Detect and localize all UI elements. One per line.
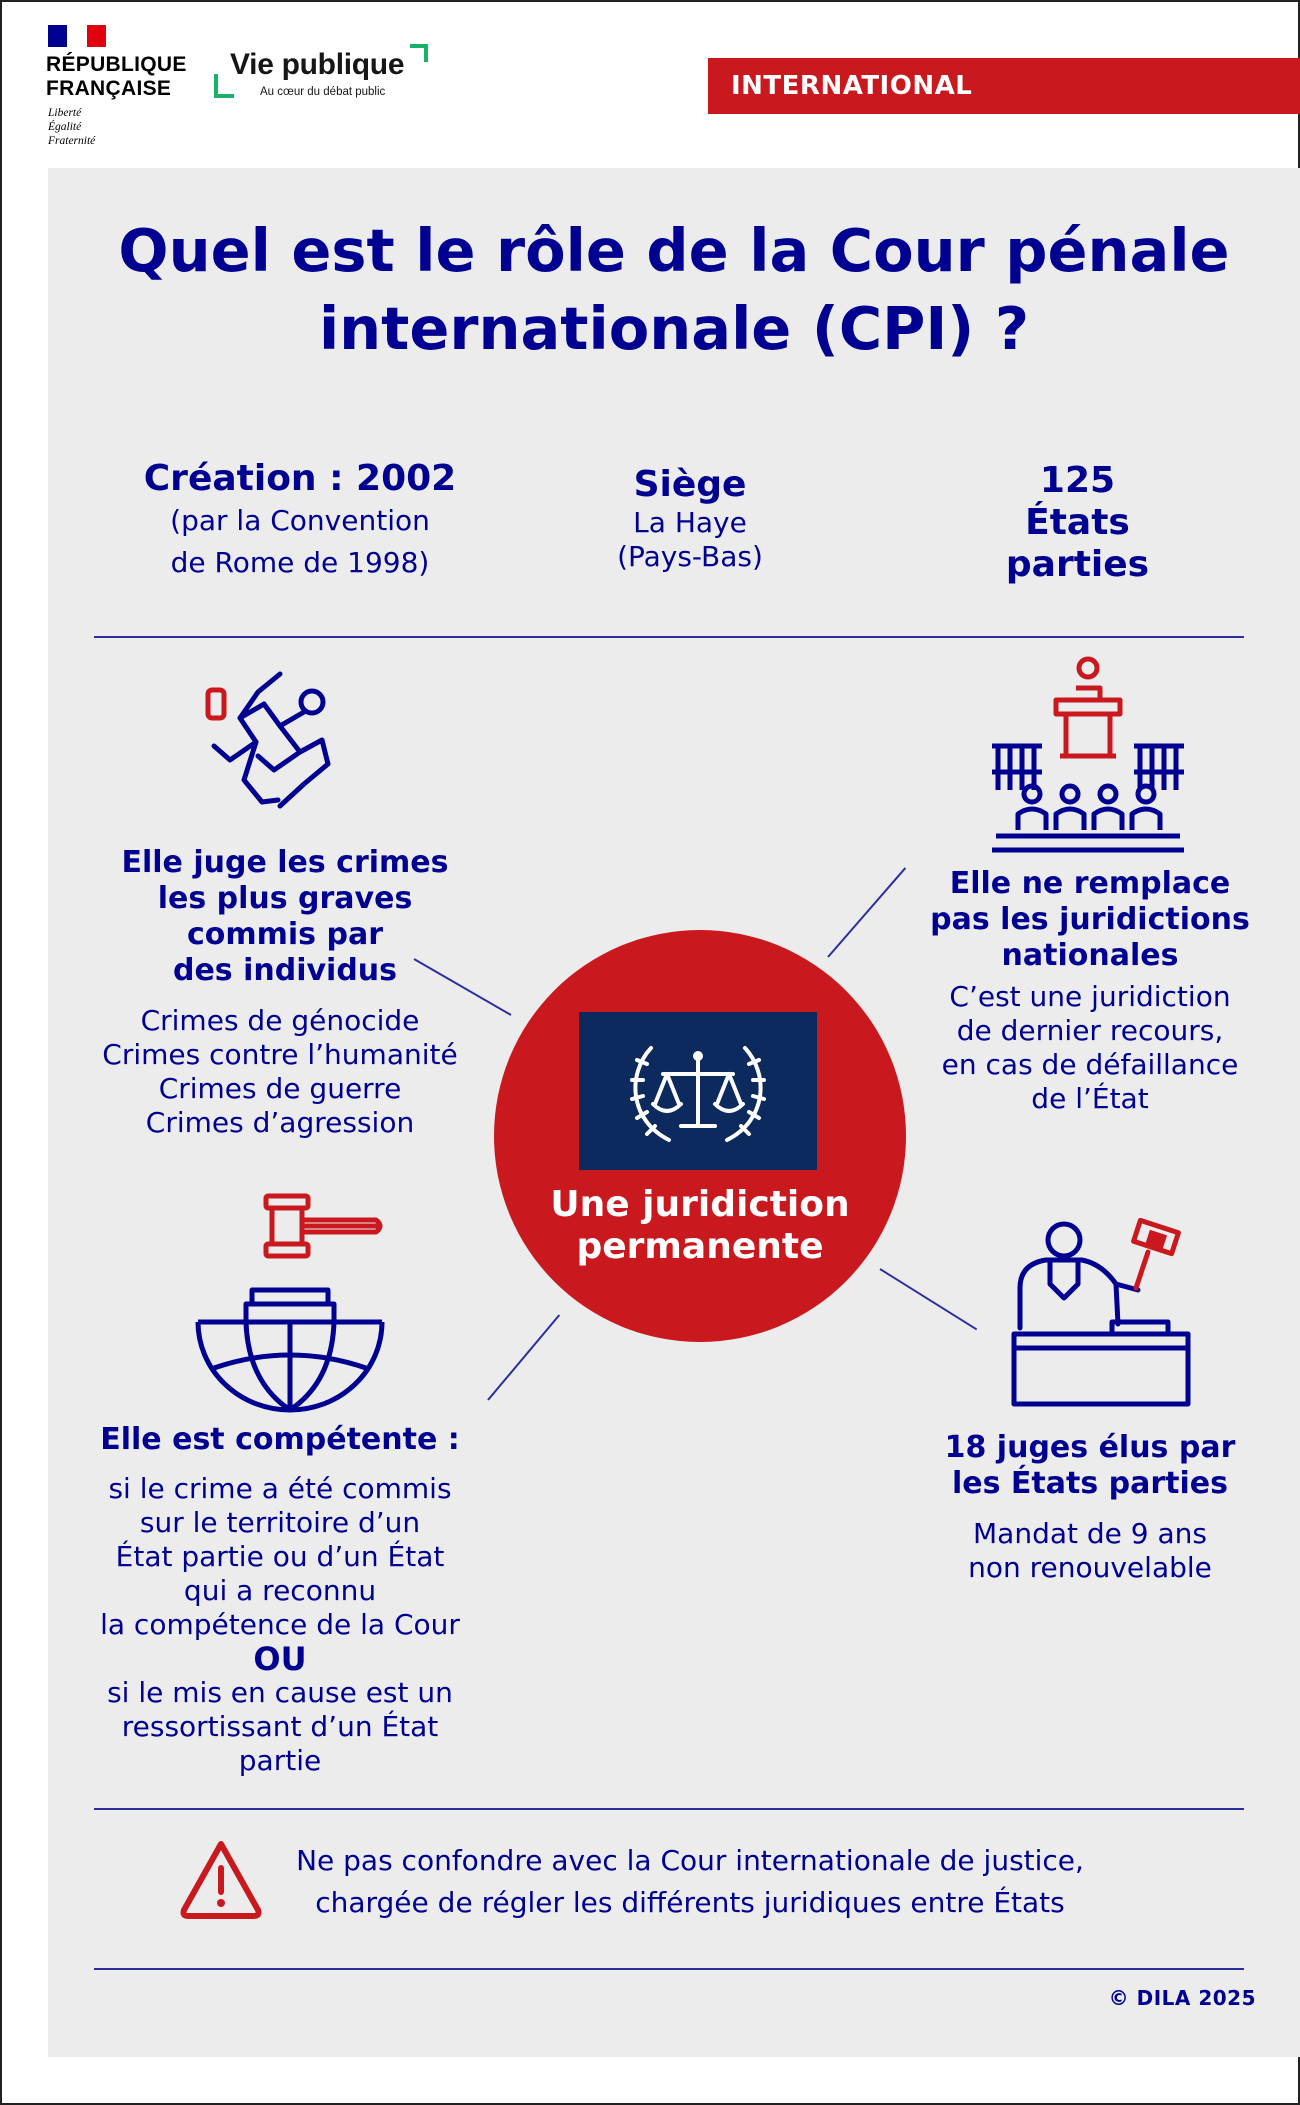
- competence-line: la compétence de la Cour: [100, 1608, 460, 1641]
- divider-bottom-top: [94, 1808, 1244, 1810]
- judges-heading-line: les États parties: [952, 1466, 1228, 1501]
- page-title: Quel est le rôle de la Cour pénale inter…: [48, 212, 1300, 368]
- crimes-heading-line: les plus graves: [157, 881, 413, 916]
- crimes-heading-line: commis par: [186, 917, 383, 952]
- title-line1: Quel est le rôle de la Cour pénale: [118, 216, 1230, 285]
- national-body-line: de dernier recours,: [956, 1014, 1224, 1047]
- rf-motto: Liberté Égalité Fraternité: [48, 106, 95, 148]
- competence-line: ressortissant d’un État partie: [121, 1710, 439, 1777]
- vie-publique-tagline: Au cœur du débat public: [260, 86, 386, 98]
- crimes-heading-line: des individus: [172, 953, 398, 988]
- warning-text: Ne pas confondre avec la Cour internatio…: [270, 1840, 1110, 1924]
- national-heading-line: Elle ne remplace: [949, 866, 1231, 901]
- icc-flag: [579, 1012, 817, 1170]
- competence-or: OU: [253, 1640, 307, 1678]
- crimes-heading: Elle juge les crimes les plus graves com…: [100, 845, 470, 989]
- divider-top: [94, 636, 1244, 638]
- crimes-heading-line: Elle juge les crimes: [121, 845, 449, 880]
- competence-line: qui a reconnu: [183, 1574, 377, 1607]
- vie-publique-corners-icon: [214, 44, 428, 98]
- national-heading: Elle ne remplace pas les juridictions na…: [920, 866, 1260, 974]
- competence-body: si le crime a été commis sur le territoi…: [80, 1472, 480, 1778]
- gavel-globe-icon: [195, 1193, 385, 1413]
- category-banner: INTERNATIONAL: [708, 58, 1300, 114]
- national-body-line: en cas de défaillance: [941, 1048, 1239, 1081]
- states-line1: États: [1025, 502, 1130, 543]
- scales-laurel-icon: [630, 1046, 766, 1142]
- judges-body-line: non renouvelable: [968, 1551, 1212, 1584]
- national-body-line: de l’État: [1031, 1082, 1149, 1115]
- marianne-logo: [48, 25, 106, 47]
- crime-item: Crimes de guerre: [158, 1072, 402, 1105]
- seat-heading: Siège: [633, 464, 747, 505]
- crime-item: Crimes de génocide: [140, 1004, 420, 1037]
- judges-heading: 18 juges élus par les États parties: [920, 1430, 1260, 1502]
- crimes-list: Crimes de génocide Crimes contre l’human…: [80, 1004, 480, 1140]
- competence-line: si le mis en cause est un: [107, 1676, 453, 1709]
- warning-triangle-icon: [180, 1841, 262, 1919]
- fact-creation: Création : 2002 (par la Convention de Ro…: [120, 458, 480, 584]
- judge-icon: [1011, 1218, 1191, 1407]
- creation-heading: Création : 2002: [143, 458, 457, 499]
- title-line2: internationale (CPI) ?: [318, 294, 1030, 363]
- judges-body: Mandat de 9 ans non renouvelable: [920, 1517, 1260, 1585]
- center-label-2: permanente: [576, 1226, 824, 1267]
- competence-line: sur le territoire d’un: [139, 1506, 421, 1539]
- crime-item: Crimes contre l’humanité: [102, 1038, 458, 1071]
- seat-country: (Pays-Bas): [617, 540, 763, 573]
- competence-line: si le crime a été commis: [108, 1472, 452, 1505]
- states-line2: parties: [1005, 544, 1150, 585]
- center-label: Une juridiction permanente: [494, 1184, 906, 1268]
- divider-bottom: [94, 1968, 1244, 1970]
- motto-egalite: Égalité: [48, 121, 82, 133]
- states-count: 125: [1039, 460, 1116, 501]
- copyright: © DILA 2025: [1108, 1986, 1256, 2010]
- national-heading-line: pas les juridictions: [930, 902, 1250, 937]
- category-label: INTERNATIONAL: [731, 71, 973, 101]
- courtroom-icon: [992, 656, 1184, 853]
- motto-liberte: Liberté: [48, 107, 82, 119]
- warning-line1: Ne pas confondre avec la Cour internatio…: [296, 1844, 1084, 1877]
- warning-line2: chargée de régler les différents juridiq…: [315, 1886, 1065, 1919]
- national-heading-line: nationales: [1001, 938, 1179, 973]
- center-label-1: Une juridiction: [550, 1184, 850, 1225]
- fact-states: 125 États parties: [950, 460, 1205, 586]
- creation-note-2: de Rome de 1998): [170, 546, 430, 579]
- judges-heading-line: 18 juges élus par: [944, 1430, 1236, 1465]
- motto-fraternite: Fraternité: [48, 135, 96, 147]
- judges-body-line: Mandat de 9 ans: [973, 1517, 1207, 1550]
- rf-name-line1: RÉPUBLIQUE: [46, 53, 187, 76]
- crime-item: Crimes d’agression: [145, 1106, 415, 1139]
- republique-francaise-logo: RÉPUBLIQUE FRANÇAISE: [46, 53, 187, 101]
- national-body: C’est une juridiction de dernier recours…: [920, 980, 1260, 1116]
- fact-seat: Siège La Haye (Pays-Bas): [560, 464, 820, 574]
- vie-publique-logo: Vie publique: [230, 48, 405, 81]
- creation-note-1: (par la Convention: [170, 504, 430, 537]
- seat-city: La Haye: [633, 506, 747, 539]
- competence-line: État partie ou d’un État: [115, 1540, 445, 1573]
- national-body-line: C’est une juridiction: [949, 980, 1231, 1013]
- competence-heading: Elle est compétente :: [100, 1422, 460, 1457]
- rf-name-line2: FRANÇAISE: [46, 77, 172, 100]
- struggle-figures-icon: [205, 671, 331, 809]
